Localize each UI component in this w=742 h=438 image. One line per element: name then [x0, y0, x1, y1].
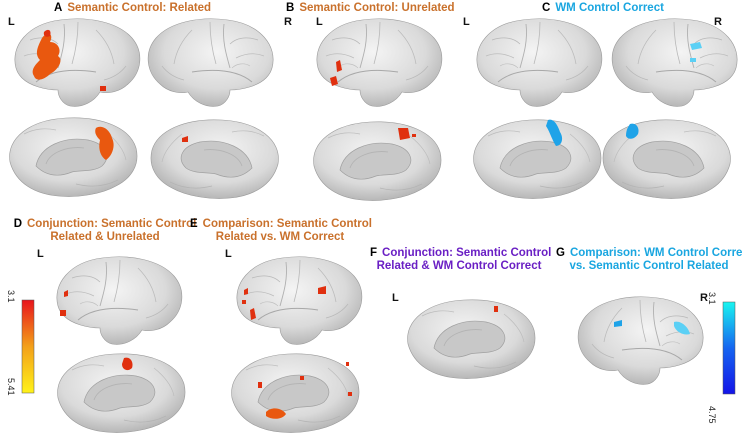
activation-cluster: [330, 76, 338, 86]
hemisphere-label-right: R: [714, 16, 722, 28]
activation-cluster: [182, 136, 188, 142]
activation-cluster: [100, 86, 106, 91]
panel-title-text: Conjunction: Semantic Control: [382, 247, 552, 259]
panel-d-title: D Conjunction: Semantic Control Related &…: [0, 218, 210, 244]
warm-colorbar: [21, 299, 35, 394]
panel-g-title: G Comparison: WM Control Correct vs. Sema…: [556, 247, 742, 273]
panel-letter: E: [190, 218, 198, 230]
panel-letter: G: [556, 247, 565, 259]
panel-c-title: C WM Control Correct: [542, 2, 664, 15]
activation-cluster: [60, 310, 66, 316]
panel-letter: D: [13, 218, 22, 230]
activation-cluster: [258, 382, 262, 388]
hemisphere-label-left: L: [8, 16, 15, 28]
hemisphere-label-left: L: [225, 248, 232, 260]
panel-e-title: E Comparison: Semantic Control Related vs…: [190, 218, 372, 244]
hemisphere-label-left: L: [316, 16, 323, 28]
panel-g-brains: [578, 297, 703, 385]
panel-title-text: Related & Unrelated: [50, 231, 160, 243]
hemisphere-label-right: R: [700, 292, 708, 304]
panel-d-brains: [56, 256, 186, 433]
hemisphere-label-right: R: [284, 16, 292, 28]
panel-title-text: Semantic Control: Unrelated: [299, 2, 455, 14]
activation-cluster: [336, 60, 342, 72]
activation-cluster: [398, 128, 410, 140]
panel-b-brains: [313, 18, 443, 201]
activation-cluster: [64, 290, 68, 297]
cool-colorbar-max-label: 4.75: [707, 406, 717, 424]
panel-c-brains: [473, 18, 738, 199]
activation-cluster: [43, 29, 51, 37]
hemisphere-label-left: L: [37, 248, 44, 260]
activation-cluster: [266, 408, 286, 419]
panel-a-brains: [9, 18, 279, 199]
panel-b-title: B Semantic Control: Unrelated: [286, 2, 455, 15]
activation-cluster: [494, 306, 498, 312]
activation-cluster: [346, 362, 349, 366]
activation-cluster: [95, 126, 114, 160]
panel-a-title: A Semantic Control: Related: [54, 2, 211, 15]
activation-cluster: [674, 321, 690, 335]
panel-title-text: Comparison: WM Control Correct: [569, 247, 742, 259]
panel-title-text: Comparison: Semantic Control: [202, 218, 372, 230]
panel-f-brains: [407, 299, 536, 379]
panel-letter: F: [370, 247, 378, 259]
activation-cluster: [32, 33, 61, 80]
panel-title-text: WM Control Correct: [555, 2, 664, 14]
panel-letter: B: [286, 2, 295, 14]
activation-cluster: [348, 392, 352, 396]
cool-colorbar: [722, 301, 736, 395]
activation-cluster: [626, 123, 639, 139]
warm-colorbar-max-label: 5.41: [6, 378, 16, 396]
panel-title-text: Conjunction: Semantic Control: [27, 218, 197, 230]
panel-title-text: Semantic Control: Related: [67, 2, 212, 14]
warm-colorbar-min-label: 3.1: [6, 290, 16, 303]
hemisphere-label-left: L: [392, 292, 399, 304]
hemisphere-label-left: L: [463, 16, 470, 28]
activation-cluster: [318, 286, 326, 294]
activation-cluster: [122, 357, 133, 371]
activation-cluster: [244, 288, 248, 295]
activation-cluster: [546, 119, 563, 146]
panel-title-text: vs. Semantic Control Related: [569, 260, 729, 272]
activation-cluster: [614, 320, 622, 327]
activation-cluster: [300, 376, 304, 380]
activation-cluster: [690, 58, 696, 62]
activation-cluster: [412, 134, 416, 137]
panel-title-text: Related vs. WM Correct: [215, 231, 345, 243]
activation-cluster: [242, 300, 246, 304]
cool-colorbar-min-label: 3.1: [707, 292, 717, 305]
panel-letter: A: [54, 2, 63, 14]
activation-cluster: [250, 308, 256, 320]
activation-cluster: [690, 42, 702, 50]
panel-f-title: F Conjunction: Semantic Control Related &…: [370, 247, 552, 273]
panel-letter: C: [542, 2, 551, 14]
panel-e-brains: [231, 256, 363, 433]
panel-title-text: Related & WM Control Correct: [376, 260, 542, 272]
